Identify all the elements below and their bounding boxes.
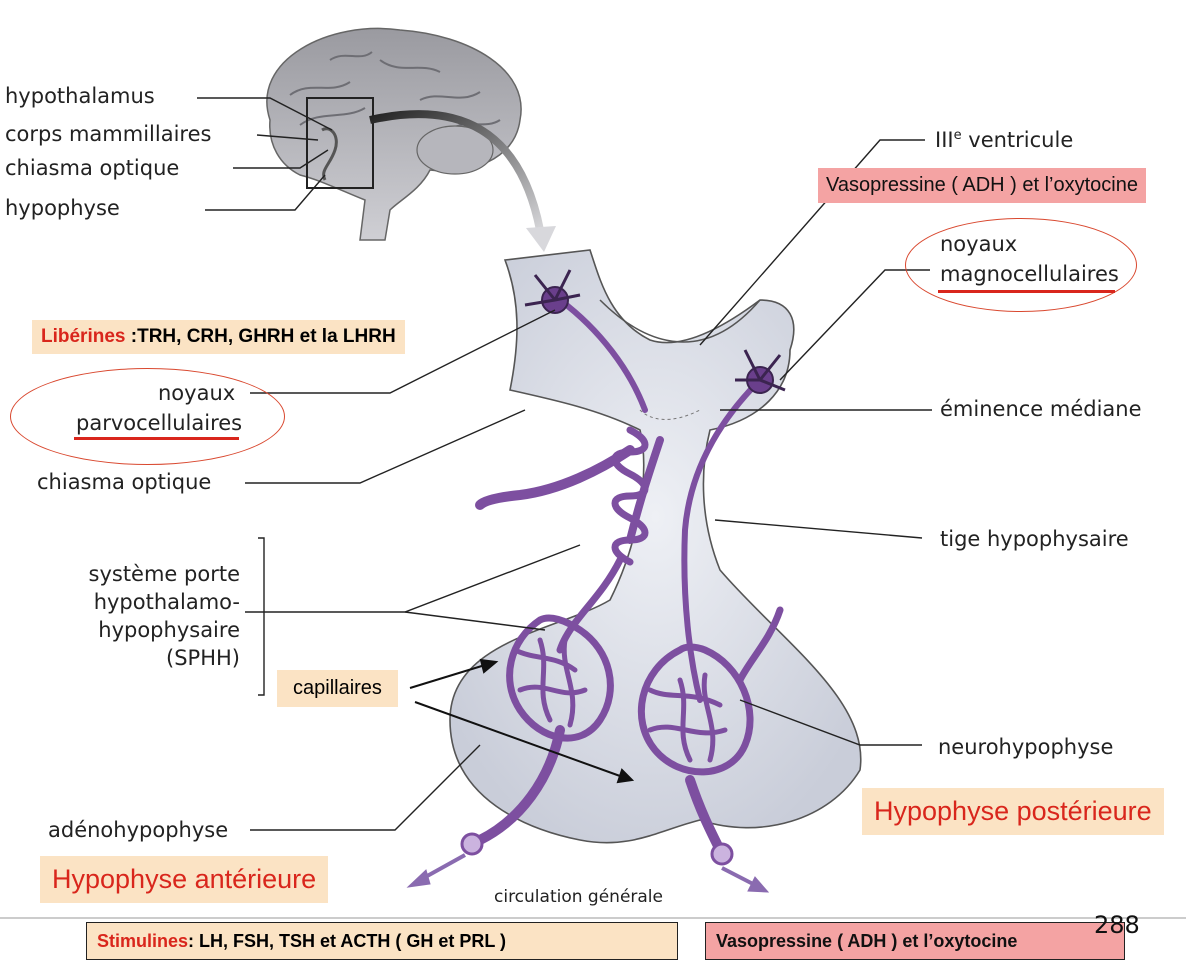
label-systeme-porte-3: hypophysaire [60, 618, 240, 642]
label-noyaux-parvo: noyaux [158, 381, 235, 405]
label-neurohypophyse: neurohypophyse [938, 735, 1113, 759]
capillaires-box: capillaires [277, 670, 398, 707]
magno-underline [938, 290, 1115, 293]
label-hypophyse: hypophyse [5, 196, 120, 220]
label-systeme-porte-2: hypothalamo- [60, 590, 240, 614]
page-number: 288 [1094, 912, 1140, 940]
vasopressine-bottom-box: Vasopressine ( ADH ) et l’oxytocine [705, 922, 1125, 960]
liberines-box: Libérines :TRH, CRH, GHRH et la LHRH [32, 320, 405, 354]
label-circulation-generale: circulation générale [494, 888, 663, 908]
label-adenohypophyse: adénohypophyse [48, 818, 228, 842]
label-corps-mammillaires: corps mammillaires [5, 122, 211, 146]
label-chiasma-optique: chiasma optique [37, 470, 211, 494]
stimulines-box: Stimulines: LH, FSH, TSH et ACTH ( GH et… [86, 922, 678, 960]
hypophyse-anterieure-box: Hypophyse antérieure [40, 856, 328, 903]
label-hypothalamus: hypothalamus [5, 84, 155, 108]
label-noyaux-magno: noyaux [940, 232, 1017, 256]
label-tige-hypophysaire: tige hypophysaire [940, 527, 1129, 551]
hypophyse-posterieure-box: Hypophyse postérieure [862, 788, 1164, 835]
label-magnocellulaires: magnocellulaires [940, 262, 1119, 286]
label-ventricule: IIIe ventricule [935, 128, 1073, 152]
label-chiasma-optique-top: chiasma optique [5, 156, 179, 180]
brain-illustration [267, 28, 556, 252]
label-eminence-mediane: éminence médiane [940, 397, 1142, 421]
vasopressine-top-box: Vasopressine ( ADH ) et l’oxytocine [818, 168, 1146, 203]
label-parvocellulaires: parvocellulaires [76, 411, 242, 435]
label-systeme-porte-1: système porte [60, 562, 240, 586]
parvo-underline [74, 437, 239, 440]
label-systeme-porte-4: (SPHH) [60, 646, 240, 670]
